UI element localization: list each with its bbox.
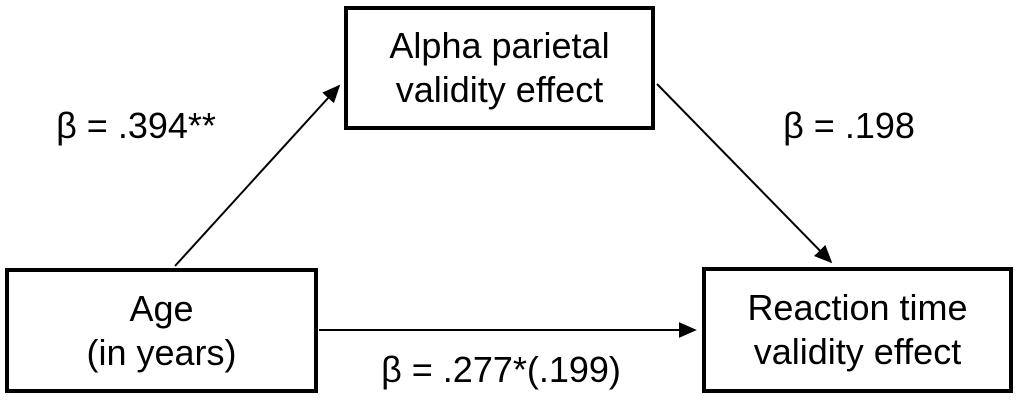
outcome-box: Reaction time validity effect [702,267,1013,393]
mediator-box: Alpha parietal validity effect [344,6,655,130]
predictor-label-line1: Age [129,287,194,329]
mediator-label-line2: validity effect [395,69,604,110]
predictor-label-line2: (in years) [86,331,237,373]
arrow-age-to-alpha [174,84,341,267]
mediator-label-line1: Alpha parietal [389,25,610,67]
arrow-alpha-to-reaction-time [656,83,833,264]
path-a-coefficient-label: β = .394** [56,105,216,146]
path-b-coefficient-label: β = .198 [783,105,915,146]
outcome-label-line1: Reaction time [747,287,968,329]
path-c-coefficient-label: β = .277*(.199) [381,349,621,390]
outcome-label-line2: validity effect [753,331,962,372]
predictor-box: Age (in years) [5,268,318,393]
